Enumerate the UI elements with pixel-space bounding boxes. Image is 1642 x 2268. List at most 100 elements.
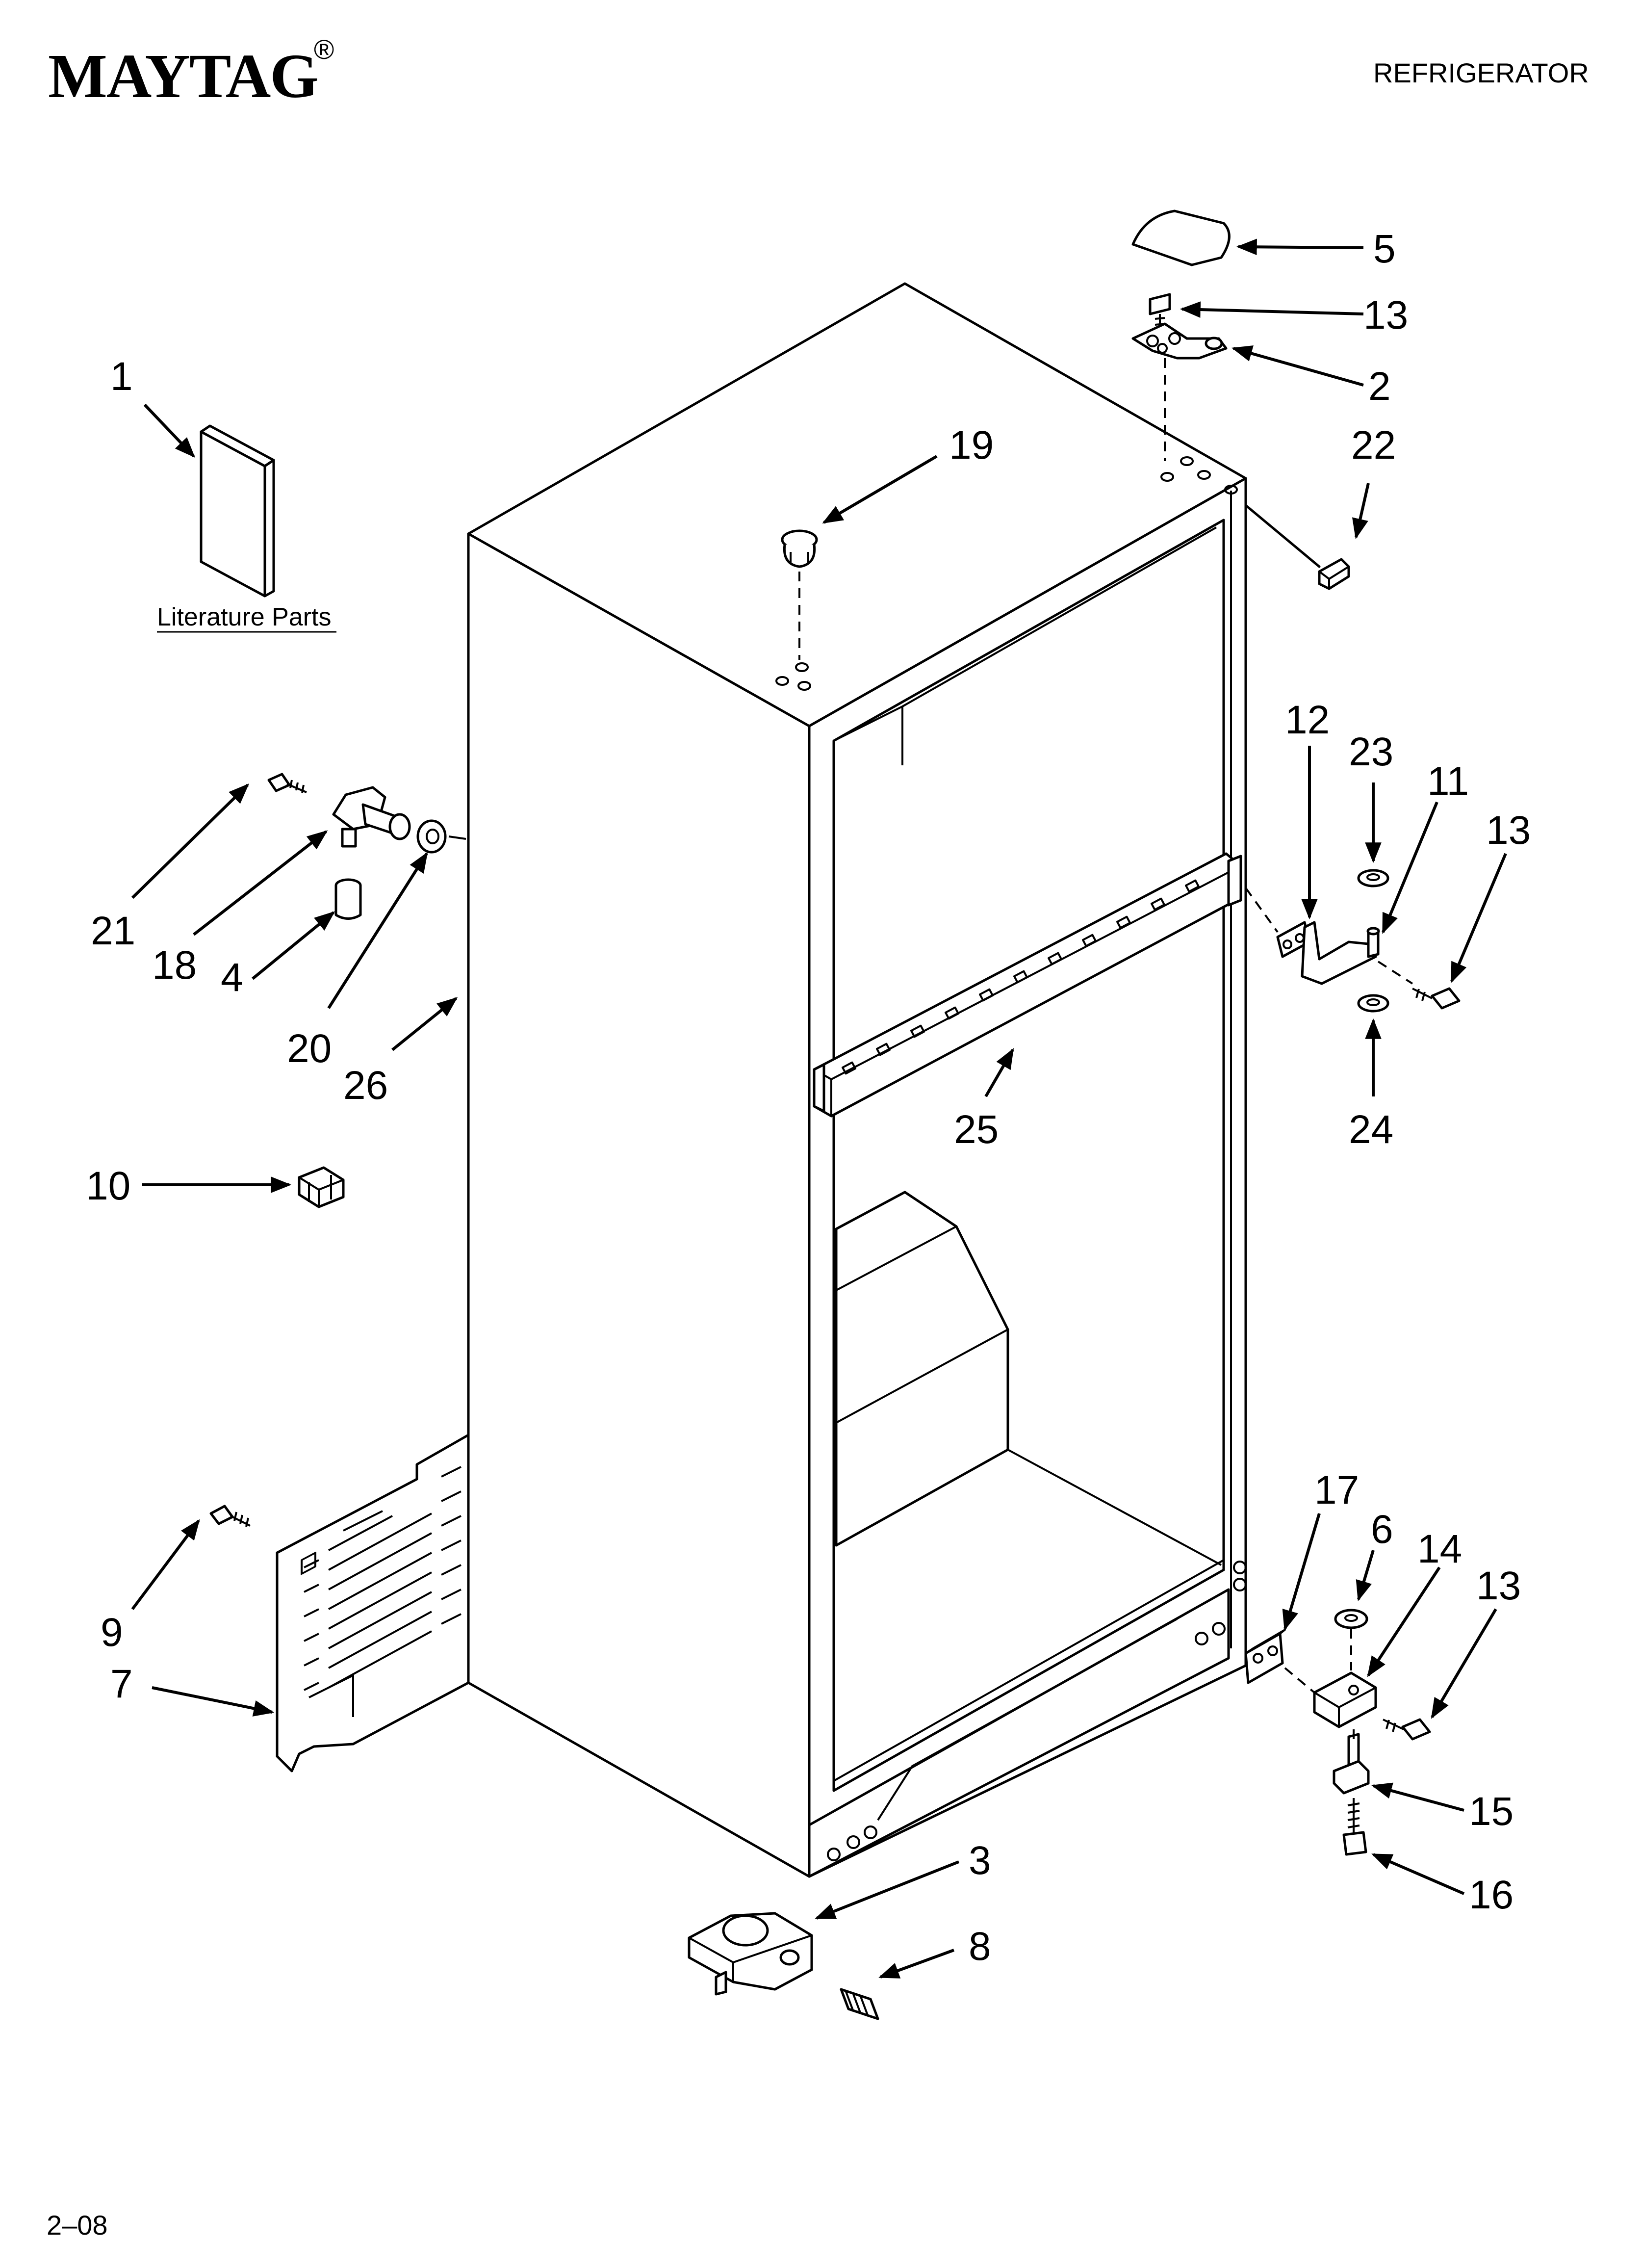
leader-4 (252, 911, 335, 980)
leader-19 (822, 455, 938, 524)
leader-1 (143, 403, 195, 458)
callout-19: 19 (949, 423, 994, 468)
callout-leaders (131, 238, 1507, 1979)
leader-25 (984, 1048, 1014, 1097)
leader-26 (391, 997, 458, 1051)
callout-10: 10 (86, 1164, 130, 1208)
leader-16 (1371, 1853, 1465, 1895)
leader-13a (1180, 301, 1364, 318)
hinge-pin-11 (1366, 927, 1380, 958)
top-hole (1180, 456, 1194, 466)
hinge-clip (1318, 558, 1350, 590)
literature-parts: Literature Parts (157, 424, 336, 633)
mid-screw-alignment (1377, 961, 1413, 985)
rail-end-bracket (1227, 855, 1242, 907)
callout-21: 21 (91, 909, 135, 953)
brand-registered-mark: ® (314, 34, 334, 65)
rail-hole (1233, 1578, 1247, 1591)
leader-3 (815, 1860, 960, 1920)
rail-hole (1233, 1561, 1247, 1574)
hinge-screw-13-mid (1412, 987, 1461, 1010)
callout-3: 3 (969, 1838, 991, 1883)
leader-13c (1431, 1608, 1497, 1719)
rail-hole (847, 1835, 860, 1849)
callout-9: 9 (101, 1610, 123, 1655)
callout-17: 17 (1314, 1468, 1359, 1512)
leader-6 (1356, 1550, 1375, 1602)
housing-edges (836, 1225, 1008, 1424)
cover-screw-9 (209, 1505, 251, 1527)
adjust-screw-8 (840, 1988, 879, 2020)
center-hinge-12 (1276, 921, 1377, 985)
left-screw-21 (267, 773, 307, 793)
literature-booklet-spine (263, 459, 275, 598)
leader-7 (152, 1686, 275, 1717)
wire-clip-10 (298, 1166, 345, 1208)
top-hole (775, 676, 789, 686)
rail-hole (1212, 1622, 1226, 1636)
leader-5 (1236, 238, 1364, 256)
date-code: 2–08 (47, 2210, 108, 2241)
washer-24 (1357, 994, 1389, 1013)
washer-23 (1357, 869, 1389, 887)
leader-17 (1282, 1513, 1321, 1631)
callout-7: 7 (110, 1662, 133, 1706)
cabinet-left-side (467, 532, 811, 1878)
leader-18 (193, 830, 328, 936)
top-plug (781, 529, 818, 568)
leader-21 (131, 783, 250, 899)
rail-hole (827, 1848, 841, 1861)
callout-11: 11 (1427, 759, 1469, 804)
leader-2 (1231, 345, 1364, 387)
refrigerator-cabinet (467, 282, 1247, 1878)
leveling-screw-16 (1342, 1798, 1367, 1856)
callout-16: 16 (1469, 1873, 1514, 1917)
center-rail (813, 852, 1242, 1118)
hinge-pin-15 (1333, 1733, 1370, 1795)
leader-8 (878, 1949, 955, 1979)
washer-alignment (448, 835, 466, 840)
rail-hole (1195, 1632, 1208, 1645)
leader-14 (1367, 1566, 1441, 1677)
callout-25: 25 (954, 1107, 999, 1152)
callout-13-bottom: 13 (1476, 1564, 1521, 1608)
mid-hinge-alignment (1245, 887, 1279, 933)
brand-wordmark: MAYTAG (48, 41, 318, 111)
hinge-screw-13-bottom (1383, 1718, 1431, 1741)
bottom-hinge-alignment (1284, 1667, 1315, 1694)
top-hole (1160, 472, 1174, 482)
callout-24: 24 (1349, 1107, 1393, 1152)
washer-20 (416, 819, 447, 854)
callout-15: 15 (1469, 1789, 1514, 1834)
leader-15 (1371, 1782, 1464, 1812)
liner-floor (836, 1449, 1222, 1566)
clip-leader (1244, 504, 1321, 568)
literature-label: Literature Parts (157, 603, 332, 631)
callout-5: 5 (1373, 227, 1396, 271)
callout-23: 23 (1349, 730, 1393, 774)
leader-11 (1382, 801, 1438, 934)
callout-26: 26 (343, 1063, 388, 1108)
callout-18: 18 (152, 943, 197, 988)
hinge-cover (1131, 209, 1231, 266)
callout-2: 2 (1368, 364, 1391, 409)
leader-9 (131, 1519, 200, 1610)
callout-12: 12 (1285, 698, 1330, 742)
rail-end-bracket (813, 1063, 825, 1113)
top-hole (797, 681, 811, 691)
callout-4: 4 (221, 955, 243, 1000)
callout-8: 8 (969, 1924, 991, 1969)
leader-13b (1450, 853, 1507, 983)
pivot-bracket-18 (332, 786, 411, 848)
top-hole (795, 662, 809, 672)
callout-14: 14 (1417, 1527, 1462, 1571)
liner-bottom-edge (833, 1559, 1224, 1782)
callout-6: 6 (1371, 1507, 1393, 1552)
rear-access-cover (276, 1434, 470, 1773)
callout-20: 20 (287, 1026, 332, 1071)
top-hole (1224, 485, 1238, 495)
rail-hole (864, 1825, 877, 1839)
hinge-cover-edge (1142, 247, 1222, 266)
roller-assembly-3 (688, 1912, 813, 1996)
liner-top-edge (902, 526, 1217, 707)
